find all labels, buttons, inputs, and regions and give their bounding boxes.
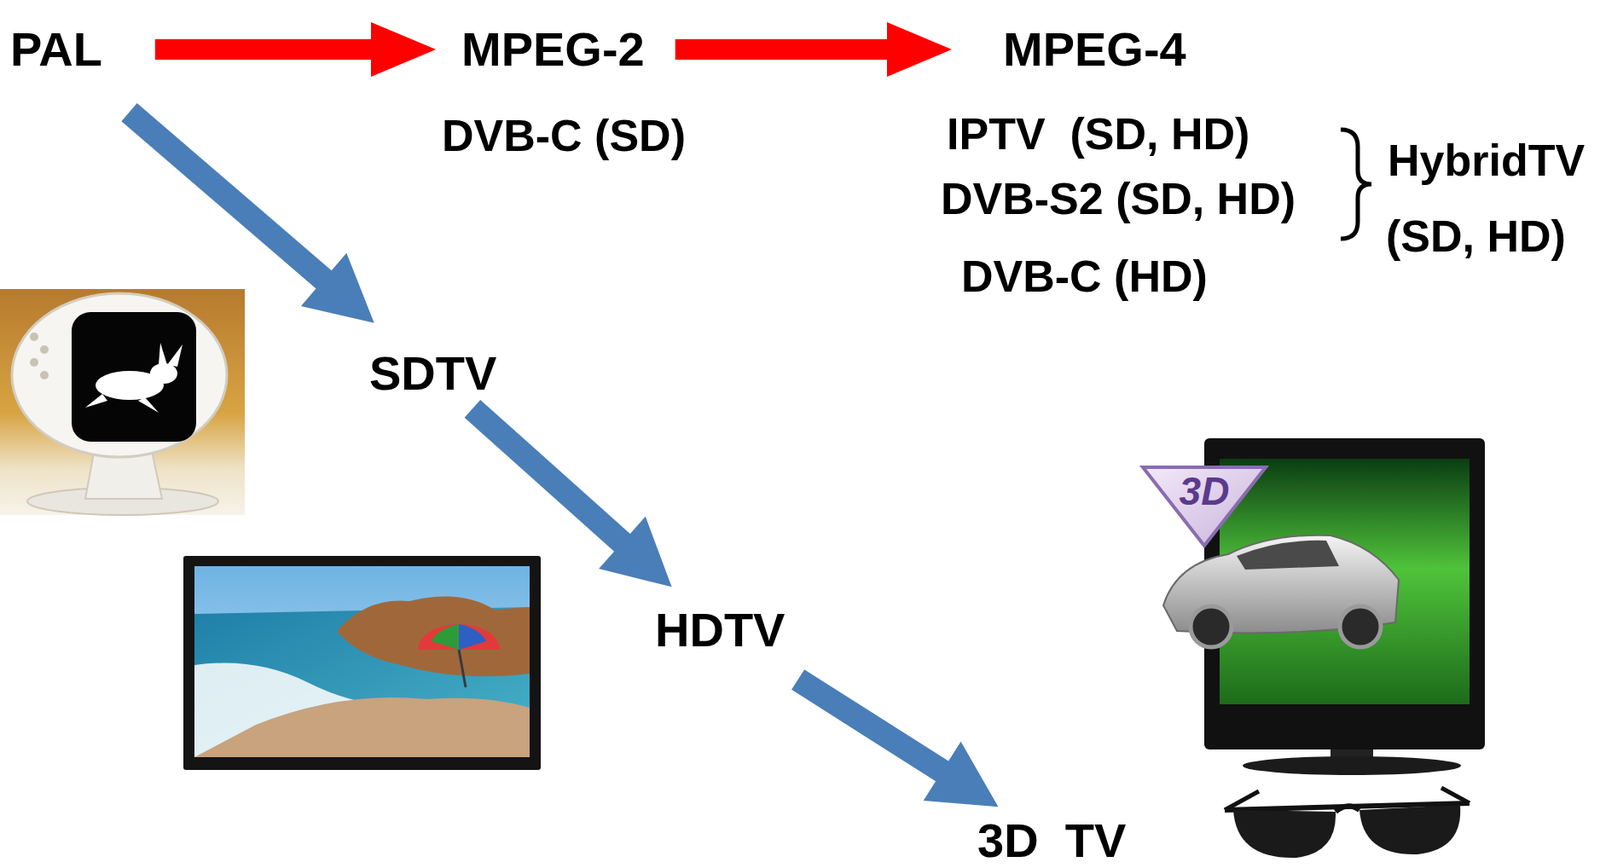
rabbit-leg (138, 397, 159, 413)
car-window (1236, 540, 1340, 570)
stage-name: HDTV (655, 606, 785, 655)
rabbit-ear (158, 342, 168, 366)
tv-stand (1242, 756, 1461, 776)
glasses-arm (1224, 791, 1259, 811)
glasses-arm (1441, 788, 1470, 804)
umbrella-stripe (431, 624, 459, 650)
flow-arrow (791, 669, 998, 807)
logo-text: 3D (1179, 471, 1230, 511)
stage-node: PAL (10, 25, 103, 74)
stage-name: MPEG-2 (461, 25, 645, 74)
waves (194, 663, 530, 759)
format-label: HybridTV (1387, 138, 1585, 183)
stage-name: MPEG-4 (1002, 25, 1187, 74)
format-label: (SD, HD) (1385, 214, 1566, 259)
flow-arrow (675, 22, 952, 77)
stage-node: HDTV (655, 606, 785, 655)
rabbit-ear (167, 344, 183, 367)
flow-arrow (155, 22, 436, 77)
speaker-dot (40, 345, 49, 354)
rabbit-head (150, 363, 178, 384)
stage-node: MPEG-4 (1002, 25, 1187, 74)
glasses-bridge (1335, 805, 1360, 812)
3d-logo-triangle (1142, 467, 1266, 546)
glasses-lens (1359, 805, 1461, 855)
format-label: IPTV (SD, HD) (946, 111, 1250, 157)
car-wheel (1339, 606, 1381, 648)
grouping-brace (1340, 129, 1372, 239)
flat-tv-picture (183, 556, 541, 771)
stage-node: MPEG-2 (461, 25, 645, 74)
stage-node: 3D TV (977, 817, 1126, 865)
glasses-lens (1233, 810, 1336, 858)
speaker-dot (29, 332, 39, 342)
car-wheel (1190, 606, 1232, 648)
rabbit-leg (85, 394, 108, 408)
retro-tv-picture (0, 289, 245, 516)
umbrella (417, 624, 500, 650)
flow-arrow (121, 103, 374, 324)
stage-node: SDTV (369, 349, 497, 398)
3d-tv-picture (1142, 438, 1485, 776)
speaker-dot (29, 358, 39, 367)
stage-name: PAL (10, 25, 103, 74)
format-label: DVB-C (HD) (961, 254, 1208, 299)
format-label: DVB-S2 (SD, HD) (940, 176, 1296, 221)
rabbit-cartoon (85, 342, 183, 413)
umbrella-stripe (458, 624, 487, 650)
stage-name: 3D TV (977, 817, 1126, 865)
rocks (336, 596, 530, 677)
format-label: DVB-C (SD) (441, 113, 686, 158)
pebble-beach (194, 697, 530, 758)
flow-arrow (464, 400, 673, 587)
tv-head (11, 293, 227, 458)
tv-screen (71, 312, 197, 442)
stage-name: SDTV (369, 349, 497, 398)
speaker-dot (40, 371, 49, 380)
picture-ground (0, 289, 245, 516)
3d-glasses (1224, 788, 1470, 858)
sky (194, 566, 530, 758)
tv-frame (183, 556, 541, 771)
umbrella-pole (458, 649, 466, 688)
